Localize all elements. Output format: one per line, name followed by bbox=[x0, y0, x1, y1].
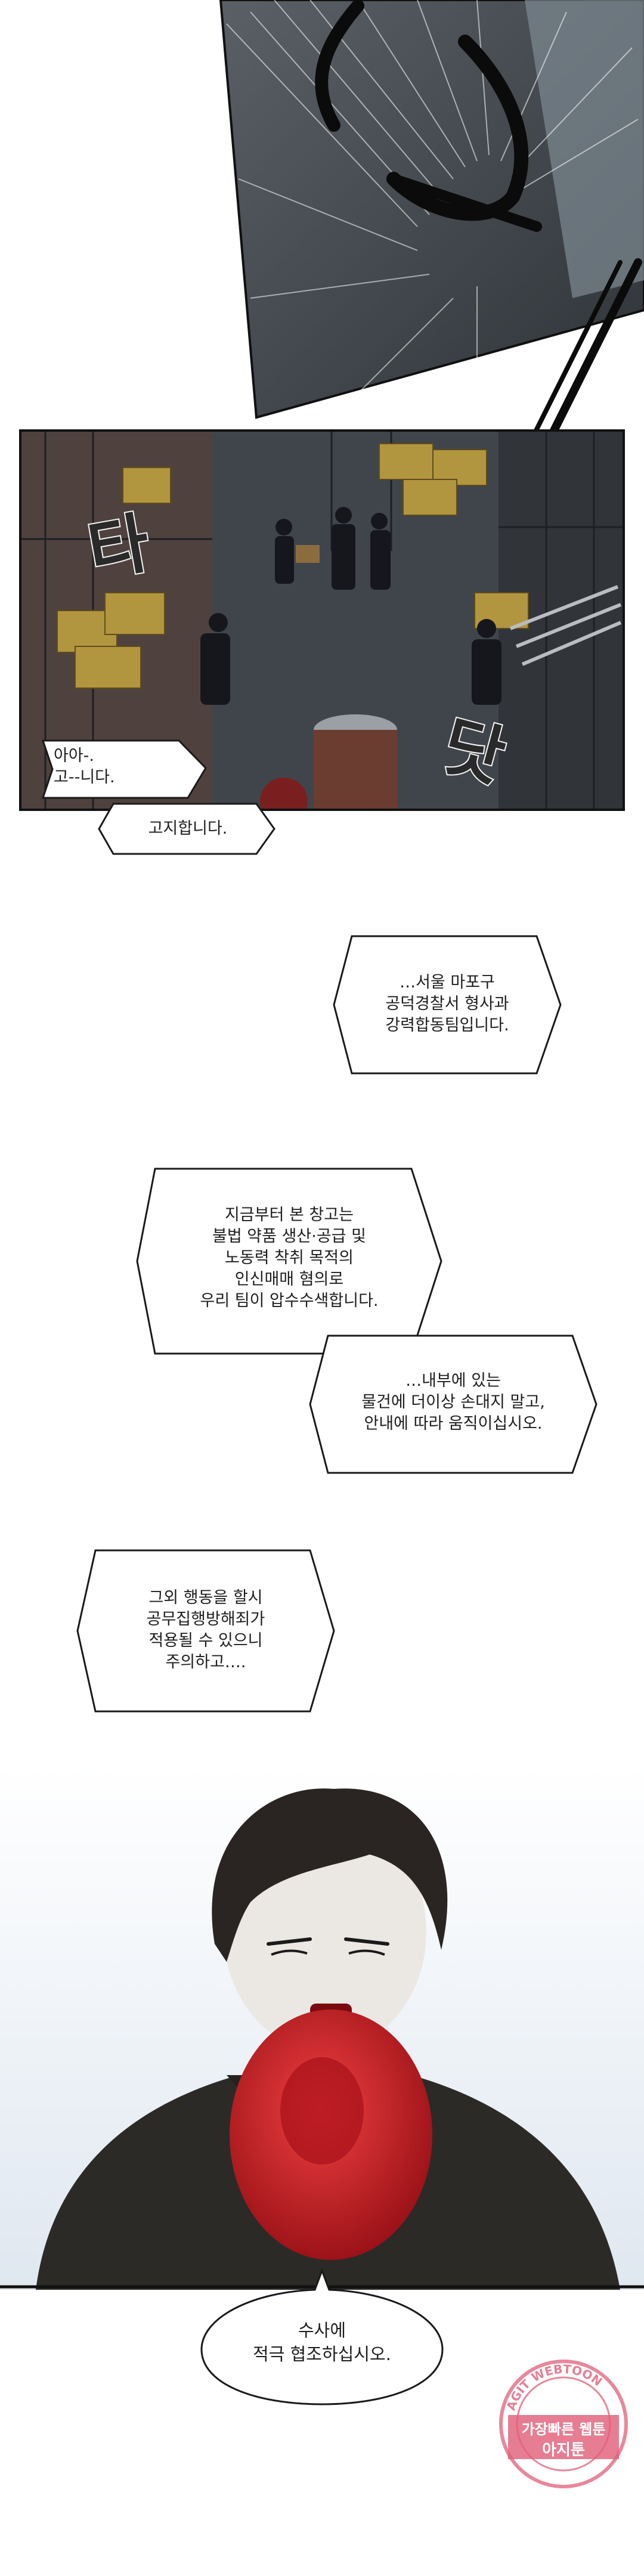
bubble-seoul: …서울 마포구 공덕경찰서 형사과 강력합동팀입니다. bbox=[328, 930, 566, 1079]
bubble-seoul-shape bbox=[333, 935, 562, 1075]
bubble-inside-text: …내부에 있는 물건에 더이상 손대지 말고, 안내에 따라 움직이십시오. bbox=[361, 1371, 545, 1433]
bubble-gojihamnida-text: 고지합니다. bbox=[148, 819, 228, 838]
panel-megaphone bbox=[0, 1765, 644, 2290]
bubble-cooperate: 수사에 적극 협조하십시오. bbox=[197, 2266, 447, 2409]
bubble-warehouse: 지금부터 본 창고는 불법 약품 생산·공급 및 노동력 착취 목적의 인신매매… bbox=[131, 1163, 447, 1360]
bubble-other-shape bbox=[76, 1549, 335, 1713]
bubble-seoul-text: …서울 마포구 공덕경찰서 형사과 강력합동팀입니다. bbox=[385, 973, 509, 1035]
bubble-aaa-text: 아아-. 고--니다. bbox=[54, 747, 115, 787]
bubble-cooperate-text: 수사에 적극 협조하십시오. bbox=[253, 2320, 391, 2364]
sfx-left: 타 bbox=[82, 504, 155, 590]
bubble-gojihamnida: 고지합니다. bbox=[95, 799, 280, 859]
megaphone-scene bbox=[0, 1765, 644, 2290]
bubble-inside: …내부에 있는 물건에 더이상 손대지 말고, 안내에 따라 움직이십시오. bbox=[304, 1330, 602, 1479]
bubble-gojihamnida-shape bbox=[98, 803, 275, 855]
bubble-inside-shape bbox=[309, 1335, 597, 1474]
panel-top-art bbox=[219, 0, 644, 517]
panel-top bbox=[0, 0, 644, 517]
bubble-other-text: 그외 행동을 할시 공무집행방해죄가 적용될 수 있으니 주의하고…. bbox=[146, 1589, 265, 1671]
watermark-line2: 아지툰 bbox=[542, 2441, 585, 2459]
bubble-other: 그외 행동을 할시 공무집행방해죄가 적용될 수 있으니 주의하고…. bbox=[72, 1544, 340, 1717]
watermark-line1: 가장빠른 웹툰 bbox=[521, 2421, 606, 2438]
watermark-seal: AGIT WEBTOON bbox=[499, 2360, 628, 2488]
bubble-warehouse-text: 지금부터 본 창고는 불법 약품 생산·공급 및 노동력 착취 목적의 인신매매… bbox=[200, 1206, 379, 1310]
bubble-cooperate-shape bbox=[200, 2268, 444, 2405]
bubble-aaa: 아아-. 고--니다. bbox=[36, 733, 215, 805]
watermark-stamp: AGIT WEBTOON 가장빠른 웹툰 아지툰 bbox=[495, 2355, 632, 2493]
bubble-aaa-shape bbox=[41, 739, 207, 799]
svg-text:AGIT WEBTOON: AGIT WEBTOON bbox=[503, 2362, 605, 2413]
warehouse-scene: 타 닷 bbox=[21, 432, 623, 809]
